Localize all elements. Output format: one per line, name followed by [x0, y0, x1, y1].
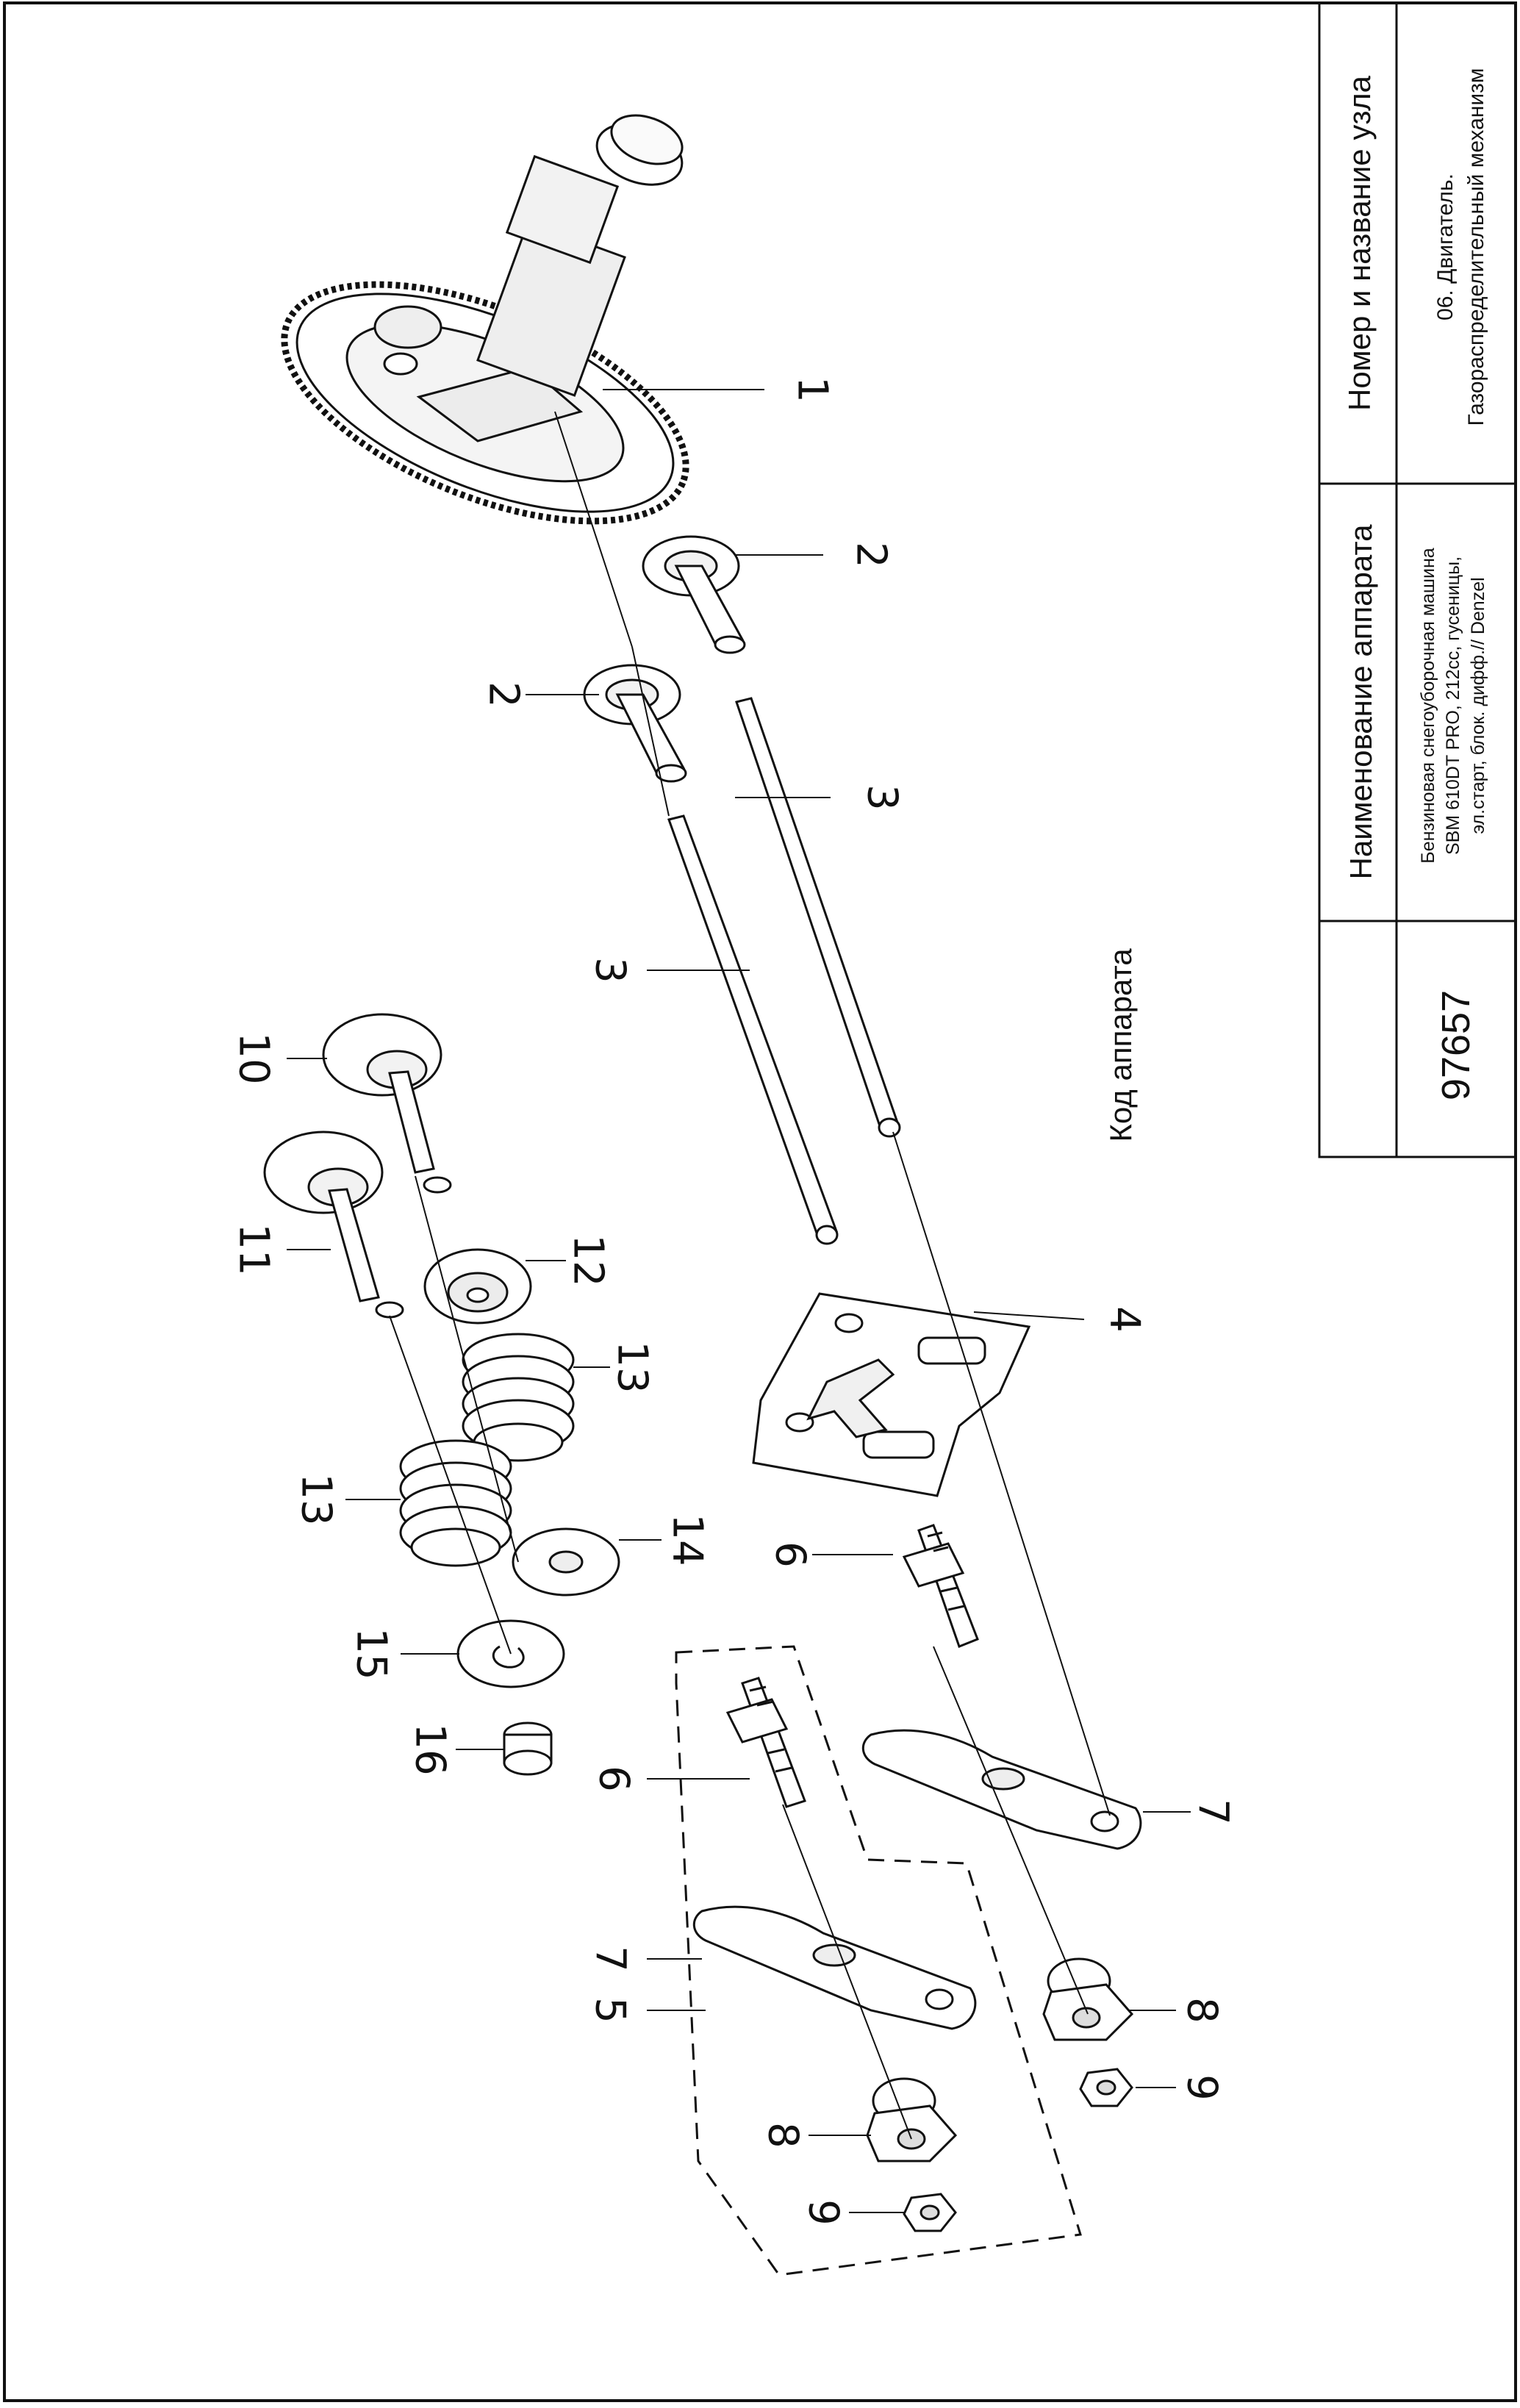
lock-nut-icon [903, 2193, 957, 2232]
name-line-2: SBM 610DT PRO, 212cc, гусеницы, [1443, 556, 1463, 856]
callout-label: 9 [800, 2199, 847, 2226]
name-block: Бензиновая снегоуборочная машина SBM 610… [1416, 492, 1496, 919]
node-header: Номер и название узла [1342, 76, 1377, 411]
push-rod-icon [667, 814, 839, 1245]
tappet-icon [583, 664, 687, 783]
pivot-nut-icon [1042, 1957, 1134, 2041]
callout-label: 6 [590, 1766, 638, 1792]
callout-label: 3 [858, 784, 906, 811]
tappet-icon [642, 535, 746, 654]
callout-label: 7 [1189, 1799, 1237, 1825]
sheet-frame [3, 1, 1517, 2402]
callout-label: 13 [609, 1341, 656, 1393]
callout-label: 8 [1178, 1997, 1226, 2024]
code-header: Код аппарата [1103, 948, 1138, 1142]
callout-label: 1 [789, 376, 836, 403]
pivot-nut-icon [866, 2077, 958, 2162]
callout-label: 7 [587, 1946, 634, 1972]
callout-label: 13 [293, 1473, 340, 1525]
callout-label: 12 [564, 1234, 612, 1286]
valve-cap-icon [503, 1721, 553, 1776]
assembly-axis-lines [389, 411, 1111, 2140]
callout-label: 6 [767, 1541, 814, 1568]
rocker-arm-icon [861, 1729, 1142, 1850]
callout-label: 14 [664, 1513, 711, 1566]
callout-label: 2 [480, 681, 528, 708]
callout-label: 9 [1178, 2074, 1226, 2101]
callout-label: 3 [587, 957, 634, 983]
camshaft-gear-icon [281, 114, 689, 525]
callout-label: 8 [759, 2122, 807, 2149]
callout-label: 10 [230, 1032, 278, 1084]
name-header: Наименование аппарата [1344, 524, 1378, 880]
push-rod-icon [735, 697, 901, 1138]
node-line-1: 06. Двигатель. [1433, 173, 1458, 320]
leader-lines [287, 389, 1191, 2213]
stud-bolt-icon [725, 1677, 806, 1808]
lock-nut-icon [1079, 2068, 1133, 2107]
stud-bolt-icon [902, 1524, 979, 1648]
rocker-assembly-boundary [675, 1645, 1082, 2276]
callout-label: 2 [847, 542, 895, 568]
callout-labels: 1 2 2 3 3 4 5 6 6 7 7 8 8 9 9 10 11 12 1… [230, 376, 1237, 2226]
title-block [1318, 1, 1517, 1158]
guide-plate-icon [752, 1292, 1031, 1497]
node-block: 06. Двигатель. Газораспределительный мех… [1430, 12, 1496, 482]
valve-spring-icon [399, 1439, 512, 1567]
name-line-3: эл.старт, блок. дифф.// Denzel [1468, 577, 1488, 834]
valve-icon [322, 1013, 452, 1194]
spring-retainer-icon [512, 1527, 620, 1597]
valve-spring-icon [462, 1333, 575, 1462]
callout-label: 11 [230, 1223, 278, 1275]
callout-label: 5 [587, 1997, 634, 2024]
callout-label: 16 [406, 1723, 454, 1775]
node-line-2: Газораспределительный механизм [1464, 68, 1488, 426]
callout-label: 4 [1101, 1306, 1149, 1333]
rocker-arm-icon [692, 1905, 977, 2030]
valve-icon [263, 1130, 404, 1319]
valve-seal-icon [423, 1248, 532, 1325]
name-line-1: Бензиновая снегоуборочная машина [1418, 548, 1438, 864]
callout-label: 15 [348, 1627, 395, 1680]
